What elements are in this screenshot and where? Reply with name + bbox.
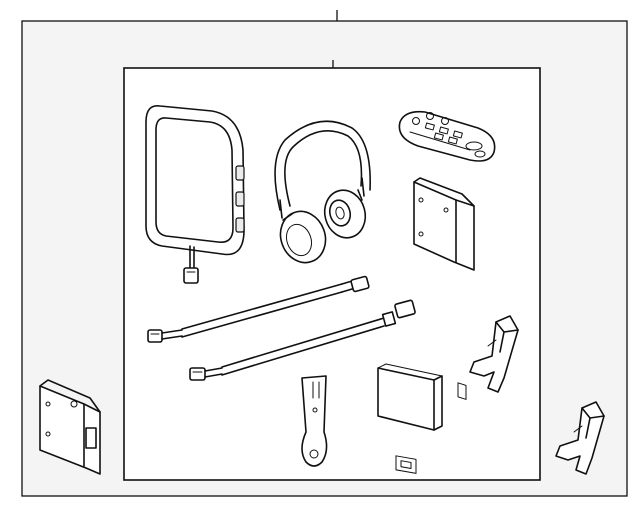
cable-lower-icon: [189, 299, 416, 381]
strap-tool-icon: [301, 375, 328, 467]
wireless-headphones-icon: [274, 120, 371, 264]
instruction-booklet-icon: [377, 363, 443, 474]
dvd-bracket-icon: [413, 177, 475, 400]
mounting-clip-b-icon: [555, 401, 605, 475]
mounting-clip-a-icon: [469, 315, 519, 393]
cable-upper-icon: [147, 275, 370, 343]
remote-control-icon: [398, 110, 496, 162]
display-screen-icon: [145, 105, 245, 284]
control-module-icon: [39, 379, 101, 475]
